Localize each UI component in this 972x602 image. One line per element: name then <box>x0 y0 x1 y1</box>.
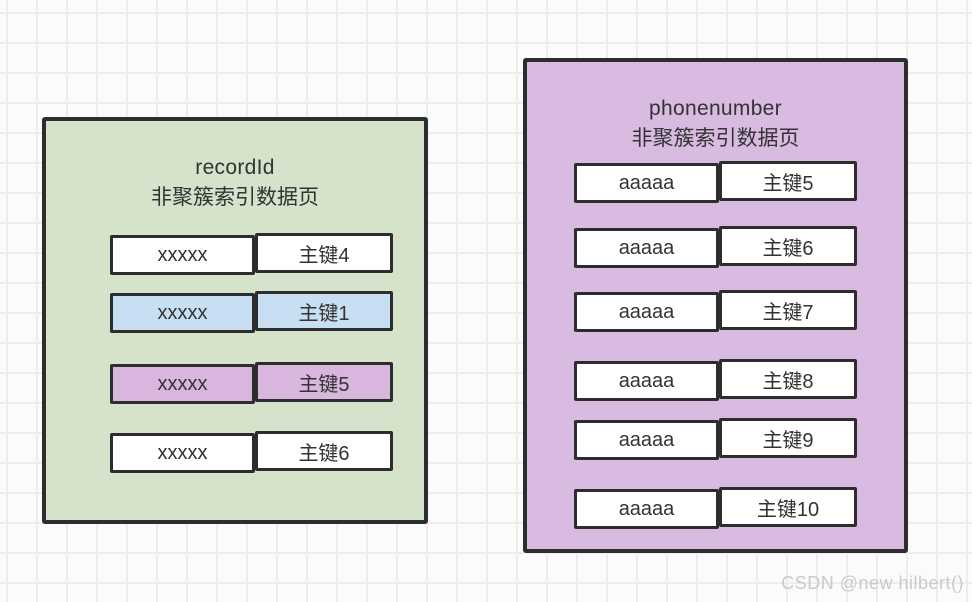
row-key-cell: 主键6 <box>255 431 393 471</box>
index-row: aaaaa 主键10 <box>574 487 857 529</box>
row-value-cell: aaaaa <box>574 163 719 203</box>
row-value-cell: xxxxx <box>110 235 255 275</box>
index-row: aaaaa 主键7 <box>574 290 857 332</box>
row-key-cell: 主键7 <box>719 290 857 330</box>
row-value-cell: xxxxx <box>110 433 255 473</box>
panel-title: phonenumber <box>649 97 782 120</box>
row-value-cell: aaaaa <box>574 420 719 460</box>
index-row: xxxxx 主键6 <box>110 431 393 473</box>
index-row: xxxxx 主键5 <box>110 362 393 404</box>
index-row: aaaaa 主键5 <box>574 161 857 203</box>
row-key-cell: 主键8 <box>719 359 857 399</box>
panel-phonenumber: phonenumber 非聚簇索引数据页 aaaaa 主键5 aaaaa 主键6… <box>523 58 908 553</box>
panel-title: recordId <box>195 156 275 179</box>
index-row: aaaaa 主键6 <box>574 226 857 268</box>
row-value-cell: xxxxx <box>110 293 255 333</box>
row-key-cell: 主键5 <box>255 362 393 402</box>
panel-subtitle: 非聚簇索引数据页 <box>151 186 319 209</box>
panel-subtitle: 非聚簇索引数据页 <box>631 127 800 150</box>
row-key-cell: 主键6 <box>719 226 857 266</box>
row-key-cell: 主键10 <box>719 487 857 527</box>
row-list: xxxxx 主键4 xxxxx 主键1 xxxxx 主键5 xxxxx 主键6 <box>46 233 424 473</box>
row-key-cell: 主键5 <box>719 161 857 201</box>
row-value-cell: aaaaa <box>574 228 719 268</box>
row-key-cell: 主键4 <box>255 233 393 273</box>
index-row: xxxxx 主键1 <box>110 291 393 333</box>
index-row: aaaaa 主键9 <box>574 418 857 460</box>
index-row: aaaaa 主键8 <box>574 359 857 401</box>
watermark: CSDN @new hilbert() <box>781 573 964 593</box>
panel-recordid: recordId 非聚簇索引数据页 xxxxx 主键4 xxxxx 主键1 xx… <box>42 117 428 524</box>
row-value-cell: aaaaa <box>574 292 719 332</box>
row-value-cell: aaaaa <box>574 361 719 401</box>
row-key-cell: 主键9 <box>719 418 857 458</box>
index-row: xxxxx 主键4 <box>110 233 393 275</box>
row-key-cell: 主键1 <box>255 291 393 331</box>
row-value-cell: xxxxx <box>110 364 255 404</box>
row-value-cell: aaaaa <box>574 489 719 529</box>
row-list: aaaaa 主键5 aaaaa 主键6 aaaaa 主键7 aaaaa 主键8 … <box>527 161 904 529</box>
